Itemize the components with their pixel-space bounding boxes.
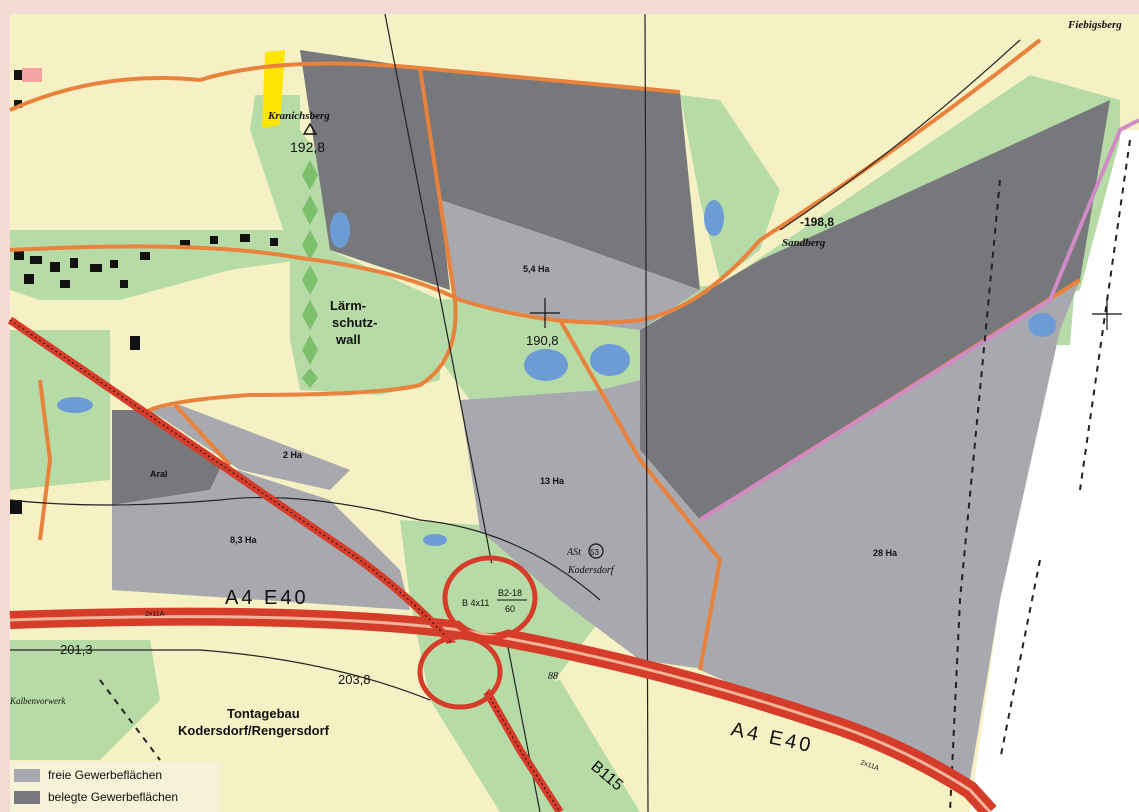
label-height-1908: 190,8 xyxy=(526,333,559,348)
pink-building xyxy=(22,68,42,82)
green-strip-mid xyxy=(680,95,780,280)
label-asr: ASt xyxy=(566,547,581,558)
yellow-plot xyxy=(262,50,285,128)
label-area-13: 13 Ha xyxy=(540,476,565,486)
label-height-2013: 201,3 xyxy=(60,642,93,657)
grid-cross-2 xyxy=(1092,298,1122,330)
label-road-b2-bottom: 60 xyxy=(505,604,515,614)
label-height-192: 192,8 xyxy=(290,139,325,155)
label-height-1988: -198,8 xyxy=(800,215,834,229)
label-kalbenvorwerk: Kalbenvorwerk xyxy=(9,696,66,706)
green-strip-left xyxy=(250,95,440,395)
noise-wall-hedge xyxy=(302,160,318,388)
free-plot-2 xyxy=(150,405,350,490)
free-plot-83 xyxy=(112,465,410,610)
pond-4 xyxy=(704,200,724,236)
boundary-lines xyxy=(9,13,1021,812)
label-motorway-1: A4 E40 xyxy=(225,587,309,609)
pond-1 xyxy=(330,212,350,248)
rail-line xyxy=(698,118,1139,522)
free-plot-54 xyxy=(440,200,700,330)
label-sandberg: Sandberg xyxy=(782,237,826,249)
pond-7 xyxy=(423,534,447,546)
label-road-b4: B 4x11 xyxy=(462,598,489,608)
motorway-junction xyxy=(417,555,538,710)
label-kodersdorf: Kodersdorf xyxy=(567,565,615,576)
free-plot-28 xyxy=(700,280,1080,780)
pond-6 xyxy=(57,397,93,413)
village-buildings xyxy=(10,70,278,514)
label-area-83: 8,3 Ha xyxy=(230,535,258,545)
label-height-2038: 203,8 xyxy=(338,672,371,687)
pond-3 xyxy=(590,344,630,376)
dashed-boundaries xyxy=(99,139,1131,812)
green-bottom xyxy=(430,680,640,812)
label-tontagebau-1: Tontagebau xyxy=(227,706,300,721)
label-noise-wall-3: wall xyxy=(335,332,361,347)
legend-swatch-occupied xyxy=(14,790,40,804)
map-legend: freie Gewerbeflächen belegte Gewerbefläc… xyxy=(10,762,220,812)
label-noise-wall-2: schutz- xyxy=(332,315,378,330)
legend-label-occupied: belegte Gewerbeflächen xyxy=(48,790,179,804)
label-kranichsberg: Kranichsberg xyxy=(267,110,330,122)
junction-fill xyxy=(425,563,530,702)
legend-swatch-free xyxy=(14,768,40,782)
occupied-plot-aral xyxy=(112,410,222,505)
label-area-2: 2 Ha xyxy=(283,450,303,460)
label-lane-1: 2x11A xyxy=(145,611,165,618)
label-area-54: 5,4 Ha xyxy=(523,264,551,274)
label-area-28: 28 Ha xyxy=(873,548,898,558)
label-fiebigsberg: Fiebigsberg xyxy=(1067,19,1122,31)
label-tontagebau-2: Kodersdorf/Rengersdorf xyxy=(178,723,330,738)
label-asr-number: 53 xyxy=(590,548,599,557)
white-area xyxy=(970,130,1139,812)
grid-cross-1 xyxy=(530,298,560,328)
pond-2 xyxy=(524,349,568,381)
legend-label-free: freie Gewerbeflächen xyxy=(48,768,163,782)
legend-item-occupied: belegte Gewerbeflächen xyxy=(14,788,178,806)
occupied-plot-north xyxy=(420,68,700,290)
green-southwest xyxy=(10,640,160,760)
junction-number-circle xyxy=(588,543,604,559)
label-aral: Aral xyxy=(150,469,168,479)
summit-triangle xyxy=(302,122,318,135)
pond-5 xyxy=(1028,313,1056,337)
label-road-88: 88 xyxy=(548,671,558,682)
label-noise-wall-1: Lärm- xyxy=(330,298,366,313)
legend-item-free: freie Gewerbeflächen xyxy=(14,766,162,784)
label-road-b2-top: B2-18 xyxy=(498,588,522,598)
occupied-plot-east xyxy=(640,100,1110,520)
